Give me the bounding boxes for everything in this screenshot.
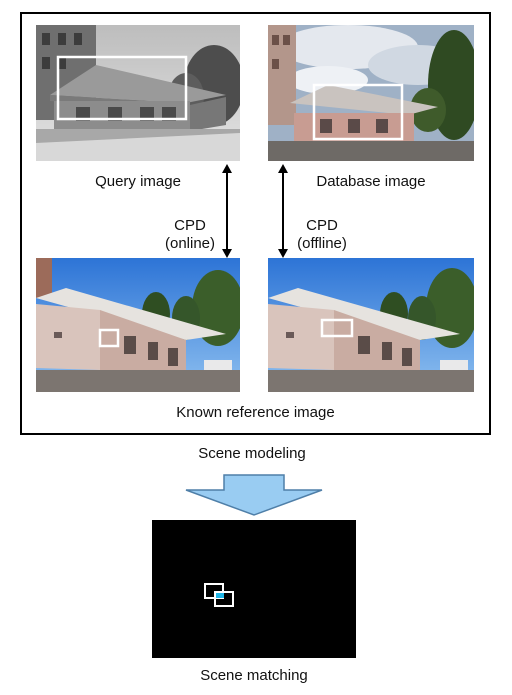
database-image xyxy=(268,25,474,161)
cpd-online-label-line2: (online) xyxy=(164,235,216,252)
scene-matching-label: Scene matching xyxy=(200,667,308,684)
known-reference-image-left xyxy=(36,258,240,392)
down-arrow-icon xyxy=(185,474,323,516)
query-image xyxy=(36,25,240,161)
known-reference-image-right xyxy=(268,258,474,392)
database-image-caption: Database image xyxy=(316,173,426,190)
cpd-offline-label-line2: (offline) xyxy=(297,235,347,252)
scene-matching-image xyxy=(152,520,356,658)
cpd-online-label-line1: CPD xyxy=(174,217,206,234)
cpd-offline-label-line1: CPD xyxy=(306,217,338,234)
known-reference-image-caption: Known reference image xyxy=(176,404,335,421)
scene-modeling-label: Scene modeling xyxy=(198,445,306,462)
vertical-double-arrow-icon xyxy=(222,164,232,258)
vertical-double-arrow-icon xyxy=(278,164,288,258)
query-image-caption: Query image xyxy=(95,173,181,190)
